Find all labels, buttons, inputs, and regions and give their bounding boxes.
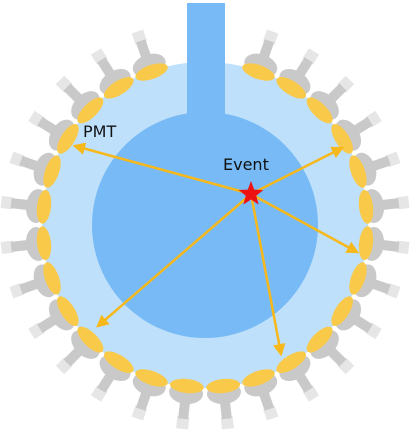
pmt-icon (90, 351, 134, 402)
pmt-pin (0, 196, 14, 210)
photon-ray (250, 192, 360, 254)
pmt-icon (331, 110, 382, 154)
pmt-photocathode-face (77, 97, 104, 124)
pmt-neck (370, 278, 391, 295)
pmt-icon (28, 296, 79, 340)
pmt-neck (178, 400, 191, 420)
pmt-neck (258, 390, 275, 411)
pmt-pin (396, 240, 410, 254)
pmt-icon (349, 262, 401, 299)
pmt-photocathode-face (331, 296, 353, 327)
pmt-neck (380, 198, 400, 211)
pmt-photocathode-face (36, 226, 52, 261)
pmt-neck (10, 239, 30, 252)
pmt-photocathode-face (358, 226, 374, 261)
pmt-icon (358, 226, 410, 261)
pmt-photocathode-face (306, 97, 333, 124)
photon-ray (72, 142, 252, 196)
pmt-icon (169, 378, 204, 430)
pmt-photocathode-face (276, 77, 307, 99)
pmt-icon (206, 378, 241, 430)
pmt-icon (131, 369, 168, 421)
pmt-pin (396, 196, 410, 210)
pmt-photocathode-face (57, 123, 79, 154)
pmt-photocathode-face (242, 63, 275, 81)
pmt-neck (19, 155, 40, 172)
pmt-photocathode-face (169, 378, 204, 394)
pmt-photocathode-face (242, 369, 275, 387)
inner-vessel (92, 112, 318, 338)
pmt-icon (242, 369, 279, 421)
pmt-photocathode-face (276, 351, 307, 373)
pmt-neck (370, 155, 391, 172)
pmt-neck (258, 39, 275, 60)
pmt-icon (0, 226, 52, 261)
pmt-photocathode-face (135, 369, 168, 387)
pmt-icon (331, 296, 382, 340)
pmt-photocathode-face (349, 155, 367, 188)
pmt-pin (176, 416, 190, 430)
pmt-photocathode-face (43, 262, 61, 295)
pmt-photocathode-face (77, 326, 104, 353)
pmt-icon (9, 151, 61, 188)
pmt-photocathode-face (331, 123, 353, 154)
pmt-icon (242, 29, 279, 81)
photon-ray (249, 193, 286, 357)
pmt-icon (28, 110, 79, 154)
pmt-neck (219, 400, 232, 420)
pmt-photocathode-face (349, 262, 367, 295)
pmt-neck (135, 39, 152, 60)
pmt-photocathode-face (135, 63, 168, 81)
pmt-neck (380, 239, 400, 252)
pmt-photocathode-face (306, 326, 333, 353)
pmt-pin (0, 240, 14, 254)
pmt-icon (131, 29, 168, 81)
pmt-icon (276, 351, 320, 402)
pmt-icon (0, 189, 52, 224)
pmt-photocathode-face (103, 77, 134, 99)
photon-ray (250, 146, 345, 196)
event-label: Event (223, 155, 269, 174)
pmt-photocathode-face (57, 296, 79, 327)
pmt-ring (0, 29, 410, 430)
pmt-icon (358, 189, 410, 224)
event-star-icon (238, 181, 264, 205)
pmt-neck (10, 198, 30, 211)
photon-rays (72, 142, 360, 357)
pmt-neck (135, 390, 152, 411)
pmt-pin (220, 416, 234, 430)
pmt-photocathode-face (36, 189, 52, 224)
pmt-icon (9, 262, 61, 299)
pmt-label: PMT (83, 122, 116, 141)
pmt-photocathode-face (206, 378, 241, 394)
pmt-photocathode-face (103, 351, 134, 373)
pmt-icon (276, 48, 320, 99)
pmt-photocathode-face (43, 155, 61, 188)
photon-ray (96, 193, 252, 328)
pmt-icon (90, 48, 134, 99)
pmt-photocathode-face (358, 189, 374, 224)
pmt-icon (349, 151, 401, 188)
pmt-neck (19, 278, 40, 295)
